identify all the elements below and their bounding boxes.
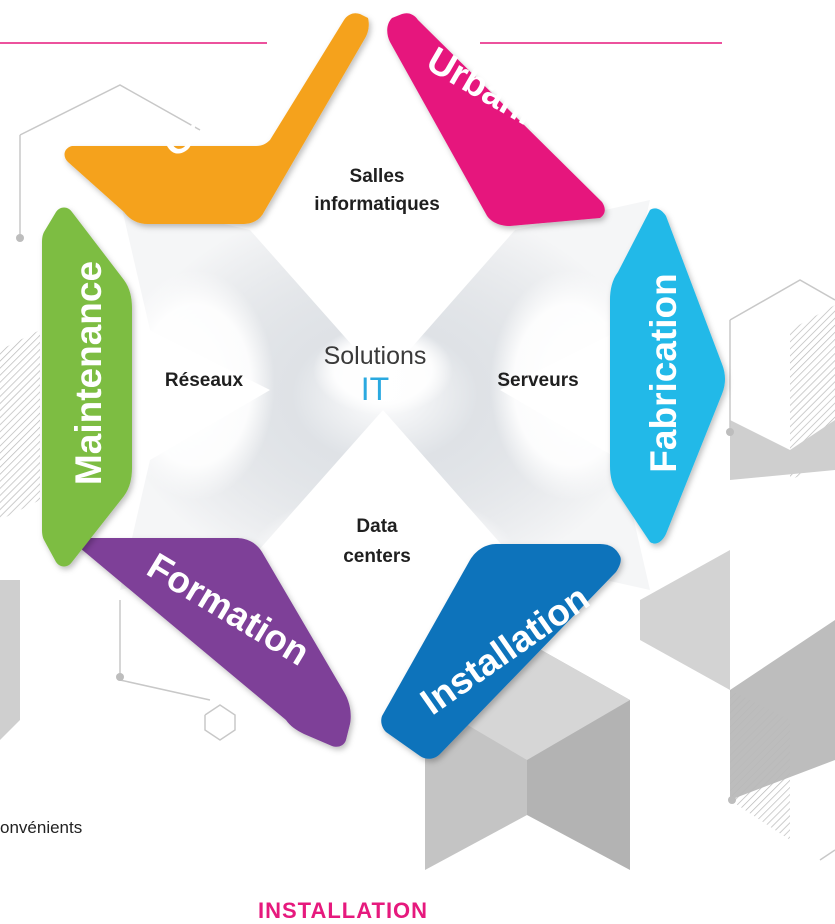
segment-maintenance: Maintenance [42, 207, 132, 567]
dot-bottom-right [728, 796, 736, 804]
segment-label-maintenance: Maintenance [68, 261, 109, 485]
center-highlight [313, 325, 453, 415]
cube-left-lower [0, 580, 20, 740]
inner-label-data: Data [356, 516, 398, 537]
cube-right-hatched [730, 690, 790, 840]
dot-bottom-left [116, 673, 124, 681]
cube-right-top [730, 420, 835, 480]
body-text-fragment: onvénients [0, 818, 83, 837]
top-inner-highlight [248, 130, 518, 270]
segment-fabrication: Fabrication [610, 208, 725, 544]
inner-label-informatiques: informatiques [314, 194, 440, 215]
inner-label-reseaux: Réseaux [165, 370, 244, 391]
dot-right [726, 428, 734, 436]
dot-left [16, 234, 24, 242]
cube-left-hatched [0, 330, 40, 520]
outline-lines [19, 84, 835, 861]
segment-label-fabrication: Fabrication [643, 273, 684, 472]
left-inner-highlight [115, 270, 275, 500]
inner-label-serveurs: Serveurs [497, 370, 578, 391]
background-decoration [0, 84, 835, 870]
center-label-solutions: Solutions [324, 342, 427, 370]
inner-label-centers: centers [343, 546, 411, 567]
center-label-it: IT [361, 371, 389, 407]
section-heading-installation: INSTALLATION [258, 898, 429, 923]
inner-label-salles: Salles [350, 166, 405, 187]
cube-mid-right [640, 550, 730, 690]
